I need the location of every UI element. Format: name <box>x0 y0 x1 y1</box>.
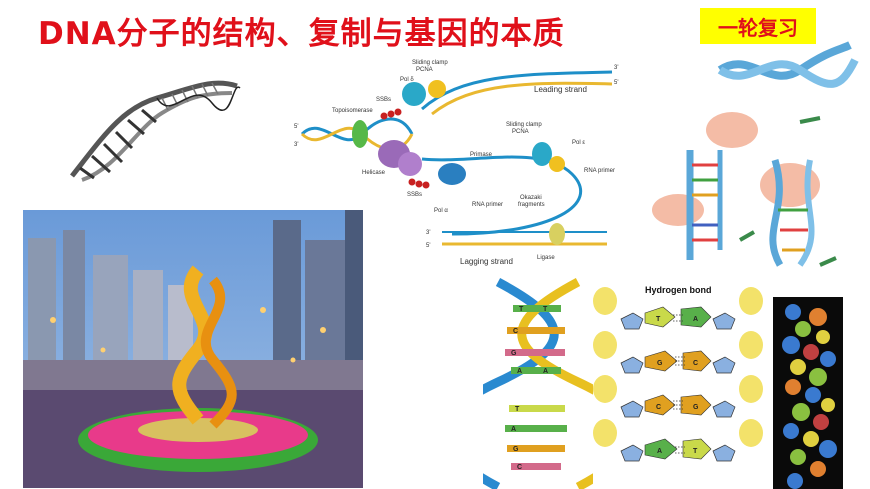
grey-double-helix-illustration <box>70 80 241 182</box>
hydrogen-bond-heading: Hydrogen bond <box>645 285 712 295</box>
replication-schematic-ribbon <box>652 41 859 267</box>
label-rna-primer-right: RNA primer <box>584 168 615 174</box>
label-pol-epsilon: Pol ε <box>572 140 585 146</box>
label-three-prime-a: 3' <box>294 142 298 148</box>
review-badge: 一轮复习 <box>700 8 816 44</box>
helix-base-10: A <box>543 368 548 375</box>
label-ligase: Ligase <box>537 255 555 261</box>
label-primase: Primase <box>470 152 493 158</box>
helix-base-2: C <box>513 328 518 335</box>
label-pcna-mid: PCNA <box>512 129 529 135</box>
label-five-prime-b: 5' <box>614 80 618 86</box>
label-topoisomerase: Topoisomerase <box>332 108 373 114</box>
helix-base-7: G <box>513 446 519 453</box>
label-five-prime-a: 5' <box>294 124 298 130</box>
helix-base-3: G <box>511 350 517 357</box>
helix-base-8: C <box>517 464 522 471</box>
label-fragments: fragments <box>518 202 545 208</box>
label-three-prime-b: 3' <box>614 65 618 71</box>
pair-2-left: G <box>657 360 663 367</box>
label-pol-delta: Pol δ <box>400 77 414 83</box>
label-helicase: Helicase <box>362 170 386 176</box>
label-ssbs-bottom: SSBs <box>407 192 422 198</box>
pair-3-right: G <box>693 404 699 411</box>
replication-fork-diagram: Sliding clamp PCNA Pol δ SSBs Topoisomer… <box>294 60 618 266</box>
helix-base-1: T <box>519 306 524 313</box>
pair-4-left: A <box>657 448 662 455</box>
slide-title: DNA分子的结构、复制与基因的本质 <box>38 16 565 52</box>
pair-4-right: T <box>693 448 698 455</box>
helix-base-9: T <box>543 306 548 313</box>
label-okazaki: Okazaki <box>520 195 542 201</box>
hydrogen-bond-base-pairing-diagram: Hydrogen bond T A G C C G A T <box>593 285 763 462</box>
pair-2-right: C <box>693 360 698 367</box>
pair-1-left: T <box>656 316 661 323</box>
helix-base-5: T <box>515 406 520 413</box>
label-pcna-top: PCNA <box>416 67 433 73</box>
base-pair-helix-diagram: T C G A T A G C T A <box>483 278 593 489</box>
pair-1-right: A <box>693 316 698 323</box>
label-ssbs-top: SSBs <box>376 97 391 103</box>
helix-base-6: A <box>511 426 516 433</box>
space-filling-dna-model <box>773 297 843 489</box>
label-sliding-clamp-mid: Sliding clamp <box>506 122 542 128</box>
label-five-prime-c: 5' <box>426 243 430 249</box>
city-helix-sculpture-photo <box>23 210 363 488</box>
label-pol-alpha: Pol α <box>434 208 448 214</box>
label-rna-primer-left: RNA primer <box>472 202 503 208</box>
pair-3-left: C <box>656 404 661 411</box>
label-three-prime-c: 3' <box>426 230 430 236</box>
label-lagging-strand: Lagging strand <box>460 257 513 266</box>
label-sliding-clamp-top: Sliding clamp <box>412 60 448 66</box>
helix-base-4: A <box>517 368 522 375</box>
label-leading-strand: Leading strand <box>534 85 587 94</box>
